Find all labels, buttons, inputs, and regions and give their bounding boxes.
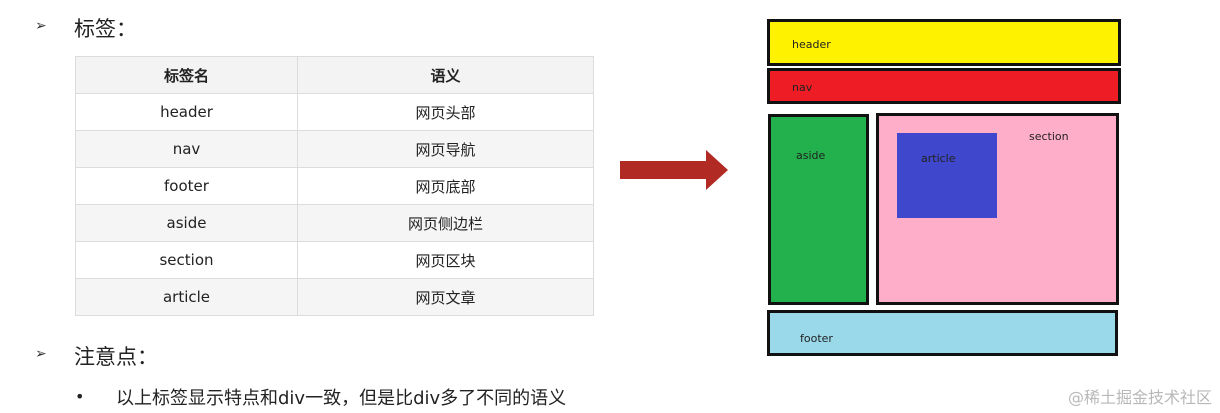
tags-heading: 标签：: [74, 17, 137, 41]
table-row: section 网页区块: [75, 241, 594, 279]
bullet-arrow-icon: ➢: [35, 346, 47, 362]
column-header-semantics: 语义: [297, 56, 594, 94]
table-header-row: 标签名 语义: [75, 56, 594, 94]
column-header-tag-name: 标签名: [75, 56, 298, 94]
table-cell: 网页文章: [297, 278, 594, 316]
diagram-article-label: article: [921, 152, 956, 165]
diagram-header-label: header: [792, 38, 831, 51]
table-cell: nav: [75, 130, 298, 168]
table-row: article 网页文章: [75, 278, 594, 316]
table-cell: article: [75, 278, 298, 316]
table-row: aside 网页侧边栏: [75, 204, 594, 242]
note-item: 以上标签显示特点和div一致，但是比div多了不同的语义: [116, 388, 567, 409]
notes-heading: 注意点：: [74, 345, 158, 369]
diagram-nav-label: nav: [792, 81, 813, 94]
table-row: nav 网页导航: [75, 130, 594, 168]
table-cell: 网页侧边栏: [297, 204, 594, 242]
diagram-nav-box: nav: [767, 68, 1121, 104]
table-cell: header: [75, 93, 298, 131]
diagram-aside-label: aside: [796, 149, 826, 162]
table-cell: footer: [75, 167, 298, 205]
table-cell: 网页底部: [297, 167, 594, 205]
tag-table: 标签名 语义 header 网页头部 nav 网页导航 footer 网页底部 …: [75, 56, 594, 316]
table-cell: 网页区块: [297, 241, 594, 279]
table-cell: 网页头部: [297, 93, 594, 131]
bullet-arrow-icon: ➢: [35, 18, 47, 34]
bullet-dot-icon: •: [75, 387, 85, 406]
diagram-header-box: header: [767, 19, 1121, 66]
diagram-footer-box: footer: [767, 310, 1118, 356]
diagram-aside-box: aside: [768, 114, 869, 305]
table-cell: section: [75, 241, 298, 279]
diagram-section-label: section: [1029, 130, 1069, 143]
diagram-footer-label: footer: [800, 332, 833, 345]
right-arrow-icon: [620, 150, 728, 190]
table-row: footer 网页底部: [75, 167, 594, 205]
diagram-article-box: article: [897, 133, 997, 218]
watermark: @稀土掘金技术社区: [1067, 388, 1212, 407]
table-cell: aside: [75, 204, 298, 242]
table-row: header 网页头部: [75, 93, 594, 131]
table-cell: 网页导航: [297, 130, 594, 168]
